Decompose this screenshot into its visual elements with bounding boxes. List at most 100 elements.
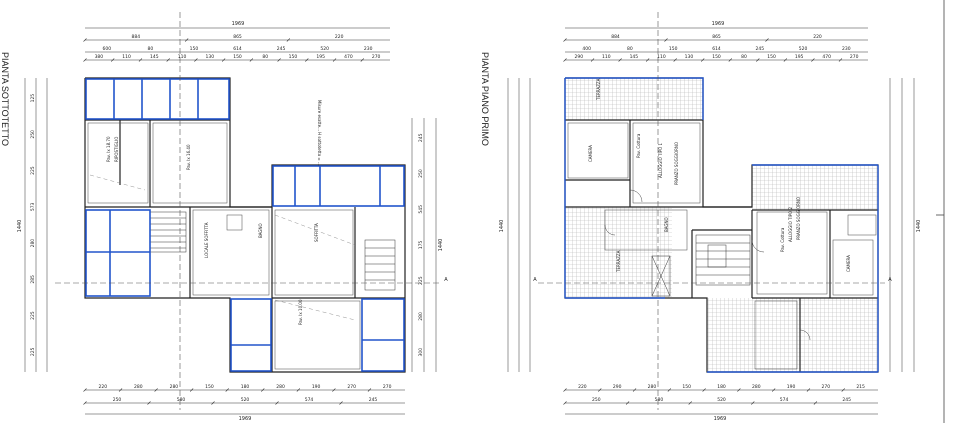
dimension-label: 270 [372,54,381,60]
dimension-label: 215 [856,384,865,390]
dimension-label: 245 [369,397,378,403]
dimension-tick [305,58,309,62]
windows-left [85,78,405,372]
dim-bottom-total: 1969 [239,416,252,422]
dimension-tick [841,388,845,392]
dimension-label: 600 [102,46,111,52]
dimension-label: 280 [134,384,143,390]
dimension-tick [261,388,265,392]
dimension-label: 380 [95,54,104,60]
dimension-label: 290 [574,54,583,60]
dimension-label: 520 [799,46,808,52]
dimension-label: 230 [842,46,851,52]
right-dimensions [411,118,437,372]
room-label: BAGNO [258,223,263,238]
dimension-tick [618,58,622,62]
room-label: TERRAZZA [596,78,601,101]
dimension-label: 110 [657,54,666,60]
dimension-tick [728,58,732,62]
room-label: Pav. lx 18.70 [106,136,111,162]
dimension-label: 580 [655,397,664,403]
dimension-tick [339,401,343,405]
room-label: CAMERA [588,145,593,162]
dimension-label: 884 [611,34,620,40]
room-label: Pav. lx 10.00 [298,299,303,325]
dimension-label: 150 [190,46,199,52]
room-label: TERRAZZA [616,250,621,273]
room-label: Pav. Cottura [780,227,785,252]
left-dimensions [24,78,48,372]
dimension-label: 574 [780,397,789,403]
dimension-label: 150 [233,54,242,60]
dimension-tick [664,38,668,42]
section-line-right [538,12,885,410]
dimension-tick [765,38,769,42]
dimension-label: 110 [602,54,611,60]
dimension-tick [83,38,87,42]
dimension-label: 470 [822,54,831,60]
dashed-diagonals [89,174,356,321]
dimension-tick [667,388,672,392]
dimension-label: 80 [262,54,268,60]
top-dimensions [565,27,868,61]
outer-outline-right [564,77,879,373]
dimension-label: 150 [289,54,298,60]
dimension-label: 145 [630,54,639,60]
dimension-tick [83,58,87,62]
dimension-label: 225 [30,166,36,175]
dimension-label: 80 [627,46,633,52]
dimension-label: 225 [30,311,36,320]
dim-left-total: 1440 [499,220,505,233]
dimension-tick [811,58,815,62]
dimension-label: 130 [205,54,214,60]
dimension-label: 270 [347,384,356,390]
dimension-tick [332,388,336,392]
dimension-tick [645,58,650,62]
plan-sottotetto: LOCALE SOFFITTA RIPOSTIGLIO BAGNO SOFFIT… [17,12,448,422]
plan-notes: Misure esatte... H sottotetto = ... [317,100,322,166]
dimension-tick [838,58,843,62]
section-line-left [55,12,440,410]
dimension-tick [83,401,87,405]
dimension-tick [625,401,630,405]
dimension-tick [563,388,567,392]
dimension-tick [138,58,143,62]
dimension-label: 245 [418,133,424,142]
dim-top-total: 1969 [232,21,245,27]
dimension-label: 150 [669,46,678,52]
room-label: ALLOGGIO TIPO 1 [658,143,663,178]
dimension-label: 195 [316,54,325,60]
dimension-label: 470 [344,54,353,60]
dimension-tick [296,388,301,392]
dimension-tick [783,58,788,62]
dimension-label: 225 [418,276,424,285]
dimension-tick [737,388,741,392]
dimension-label: 865 [712,34,721,40]
dimension-label: 220 [98,384,107,390]
section-marker: A [533,277,537,283]
bottom-dim-ticks [563,388,845,405]
dim-left-total: 1440 [17,220,23,233]
dimension-label: 180 [241,384,250,390]
dimension-label: 270 [383,384,392,390]
dimension-label: 245 [755,46,764,52]
top-dimensions [85,27,390,61]
dimension-tick [332,58,337,62]
dimension-label: 270 [850,54,859,60]
left-plan-title: PIANTA SOTTOTETTO [0,52,10,147]
dimension-tick [563,58,567,62]
dimension-tick [701,58,705,62]
dimension-tick [118,388,123,392]
stair-right [651,234,751,297]
dimension-label: 245 [277,46,286,52]
bottom-dim-ticks [83,388,372,405]
dimension-tick [147,401,151,405]
dimension-label: 225 [30,347,36,356]
dimension-tick [673,58,677,62]
dimension-label: 145 [150,54,159,60]
dimension-label: 520 [320,46,329,52]
dimension-label: 545 [418,205,424,214]
dimension-label: 300 [418,348,424,357]
dimension-tick [751,401,755,405]
